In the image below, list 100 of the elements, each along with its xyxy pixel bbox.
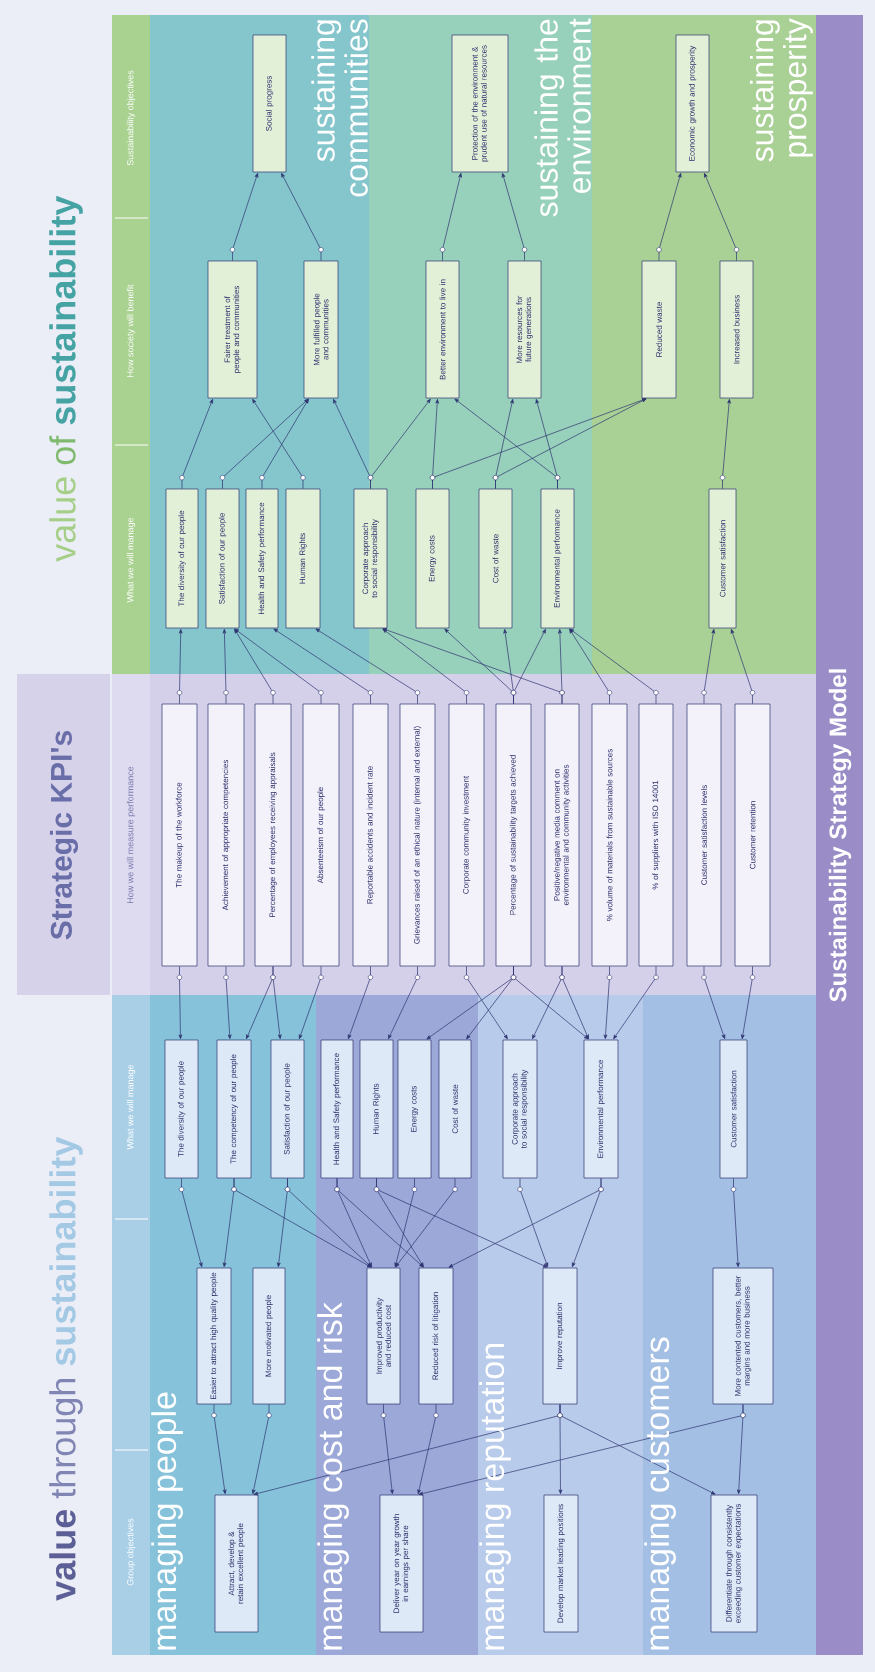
process-box: Achievement of appropriate competencies (207, 703, 245, 967)
arrow (558, 629, 565, 704)
arrow (463, 966, 508, 1040)
arrow (211, 1404, 227, 1495)
process-box: Better environment to live in (425, 260, 460, 399)
arrow (229, 172, 259, 261)
process-box: Attract, develop & retain excellent people (214, 1494, 259, 1633)
arrow (569, 628, 613, 704)
arrow (315, 628, 421, 704)
process-box: Absenteeism of our people (302, 703, 340, 967)
arrow (281, 172, 324, 261)
arrow (252, 398, 306, 489)
process-box: Environmental performance (540, 488, 575, 629)
arrow (439, 172, 462, 261)
arrow (557, 1404, 716, 1495)
arrow (417, 1404, 439, 1495)
arrow (176, 966, 183, 1039)
process-box: Human Rights (285, 488, 321, 629)
arrow (603, 966, 613, 1039)
process-box: The diversity of our people (164, 1039, 199, 1179)
arrow (730, 628, 756, 704)
band-label: sustaining communities (311, 19, 368, 197)
process-box: Corporate approach to social responsibility (353, 488, 388, 629)
process-box: Reduced waste (641, 260, 677, 399)
arrow (418, 1404, 746, 1496)
process-box: Energy costs (415, 488, 450, 629)
arrow (395, 1178, 458, 1268)
arrow (219, 398, 309, 489)
arrow (704, 172, 740, 261)
process-box: Develop market leading positions (543, 1494, 579, 1633)
arrow (298, 966, 324, 1040)
arrow (259, 398, 309, 489)
process-box: Corporate approach to social responsibility (502, 1039, 538, 1179)
arrow (559, 966, 589, 1040)
process-box: Cost of waste (478, 488, 513, 629)
arrow (380, 1404, 394, 1495)
arrow (741, 966, 756, 1040)
process-box: The diversity of our people (165, 488, 199, 629)
process-box: Reportable accidents and incident rate (352, 703, 389, 967)
arrow (270, 966, 282, 1039)
process-box: Customer satisfaction levels (686, 703, 722, 967)
arrow (223, 966, 232, 1039)
arrow (701, 629, 716, 704)
process-box: Health and Safety performance (320, 1039, 354, 1179)
process-box: More resources for future generations (507, 260, 542, 399)
arrow (719, 399, 731, 489)
arrow (178, 1178, 203, 1268)
arrow (367, 398, 431, 489)
process-box: Percentage of employees receiving appraisals (254, 703, 292, 967)
arrow (656, 172, 682, 261)
band-label: managing cost and risk (317, 1302, 349, 1650)
arrow (373, 1178, 548, 1268)
title: value through sustainability (49, 1136, 83, 1601)
band-label: sustaining the environment (534, 18, 591, 217)
model-title: Sustainability Strategy Model (828, 669, 852, 1002)
column-header: How society will benefit (126, 284, 136, 377)
arrow (234, 628, 276, 704)
band-label: managing people (151, 1392, 183, 1650)
column-header: What we will manage (126, 517, 136, 603)
process-box: Economic growth and prosperity (675, 34, 710, 173)
band-label: managing reputation (479, 1344, 511, 1650)
process-box: Grievances raised of an ethical nature (internal and external) (399, 703, 436, 967)
process-box: Protection of the environment & prudent use of natural resources (451, 34, 509, 173)
arrow (448, 1178, 604, 1268)
process-box: More motivated people (252, 1267, 286, 1405)
process-box: Customer satisfaction (719, 1039, 748, 1179)
process-box: The competency of our people (216, 1039, 252, 1179)
process-box: Satisfaction of our people (270, 1039, 305, 1179)
process-box: Environmental performance (583, 1039, 619, 1179)
process-box: Energy costs (397, 1039, 432, 1179)
arrow (535, 398, 561, 489)
process-box: Cost of waste (438, 1039, 472, 1179)
arrow (176, 629, 183, 704)
column-header: What we will manage (126, 1064, 136, 1150)
band-label: sustaining prosperity (750, 18, 813, 162)
arrow (222, 629, 229, 704)
process-box: Differentiate through consistently exceeding customer expectations (710, 1494, 758, 1633)
arrow (613, 966, 659, 1040)
panel-title: Strategic KPI's (49, 731, 79, 940)
arrow (388, 966, 421, 1040)
column-header: Sustainability objectives (126, 70, 136, 166)
arrow (492, 398, 647, 489)
process-box: Satisfaction of our people (205, 488, 240, 629)
process-box: Corporate community investment (448, 703, 485, 967)
arrow (501, 172, 528, 261)
process-box: Reduced risk of litigation (418, 1267, 454, 1405)
process-box: Improved productivity and reduced cost (366, 1267, 401, 1405)
band-label: managing customers (644, 1337, 676, 1650)
arrow (510, 628, 546, 704)
arrow (179, 398, 213, 489)
process-box: More fulfilled people and communities (303, 260, 339, 399)
process-box: Customer retention (734, 703, 771, 967)
process-box: The makeup of the workforce (161, 703, 198, 967)
arrow (701, 966, 726, 1040)
arrow (347, 966, 374, 1040)
arrow (569, 628, 659, 704)
arrow (334, 1178, 424, 1268)
process-box: Improve reputation (542, 1267, 578, 1405)
arrow (510, 966, 589, 1040)
process-box: More contented customers, better margins and more business (712, 1267, 774, 1405)
